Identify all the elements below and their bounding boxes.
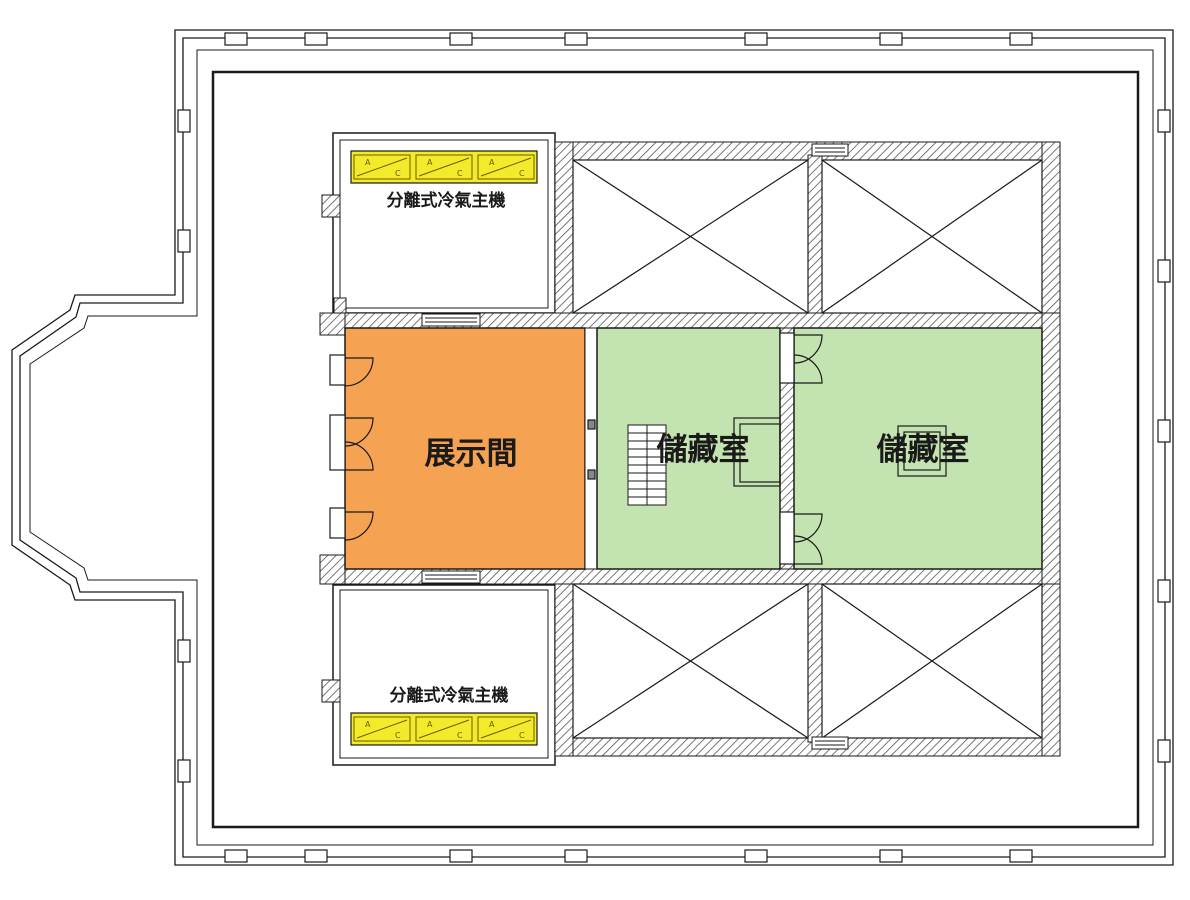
room-label-exhibition: 展示間 [425,436,518,472]
hatched-walls [319,141,1061,757]
wall-notches [177,32,1171,863]
ac-glyph-c: C [395,731,401,740]
ac-label-top: 分離式冷氣主機 [387,190,506,211]
floor-hatches [587,417,947,487]
void-cells [572,159,1043,739]
room-storage-2[interactable] [793,327,1043,570]
ac-unit-diagonal [418,157,470,177]
ac-glyph-a: A [365,158,371,167]
ac-glyph-a: A [365,720,371,729]
ac-glyph-c: C [457,731,463,740]
ac-unit [477,154,535,180]
ac-unit [353,716,411,742]
ac-glyph-a: A [427,158,433,167]
ac-label-bottom: 分離式冷氣主機 [390,685,509,706]
ac-glyph-a: A [489,720,495,729]
ac-unit-diagonal [480,719,532,739]
ac-glyph-c: C [395,169,401,178]
ac-unit [477,716,535,742]
room-divider [584,327,598,570]
ac-unit-diagonal [480,157,532,177]
ac-glyph-c: C [519,169,525,178]
ac-unit-diagonal [356,719,408,739]
wall-vents [421,143,849,750]
storage-doors [779,332,823,565]
ac-glyph-c: C [519,731,525,740]
ac-glyph-c: C [457,169,463,178]
ac-unit [415,154,473,180]
ac-units-top: A C A C A C [350,150,538,184]
room-label-storage-1: 儲藏室 [657,432,750,468]
ac-unit [353,154,411,180]
ac-unit-diagonal [418,719,470,739]
ac-units-bottom: A C A C A C [350,712,538,746]
ac-glyph-a: A [427,720,433,729]
ac-unit-diagonal [356,157,408,177]
ac-glyph-a: A [489,158,495,167]
staircase [627,424,667,506]
outer-wall [11,29,1174,866]
entrance-doors [329,354,374,541]
ac-unit [415,716,473,742]
room-label-storage-2: 儲藏室 [877,432,970,468]
